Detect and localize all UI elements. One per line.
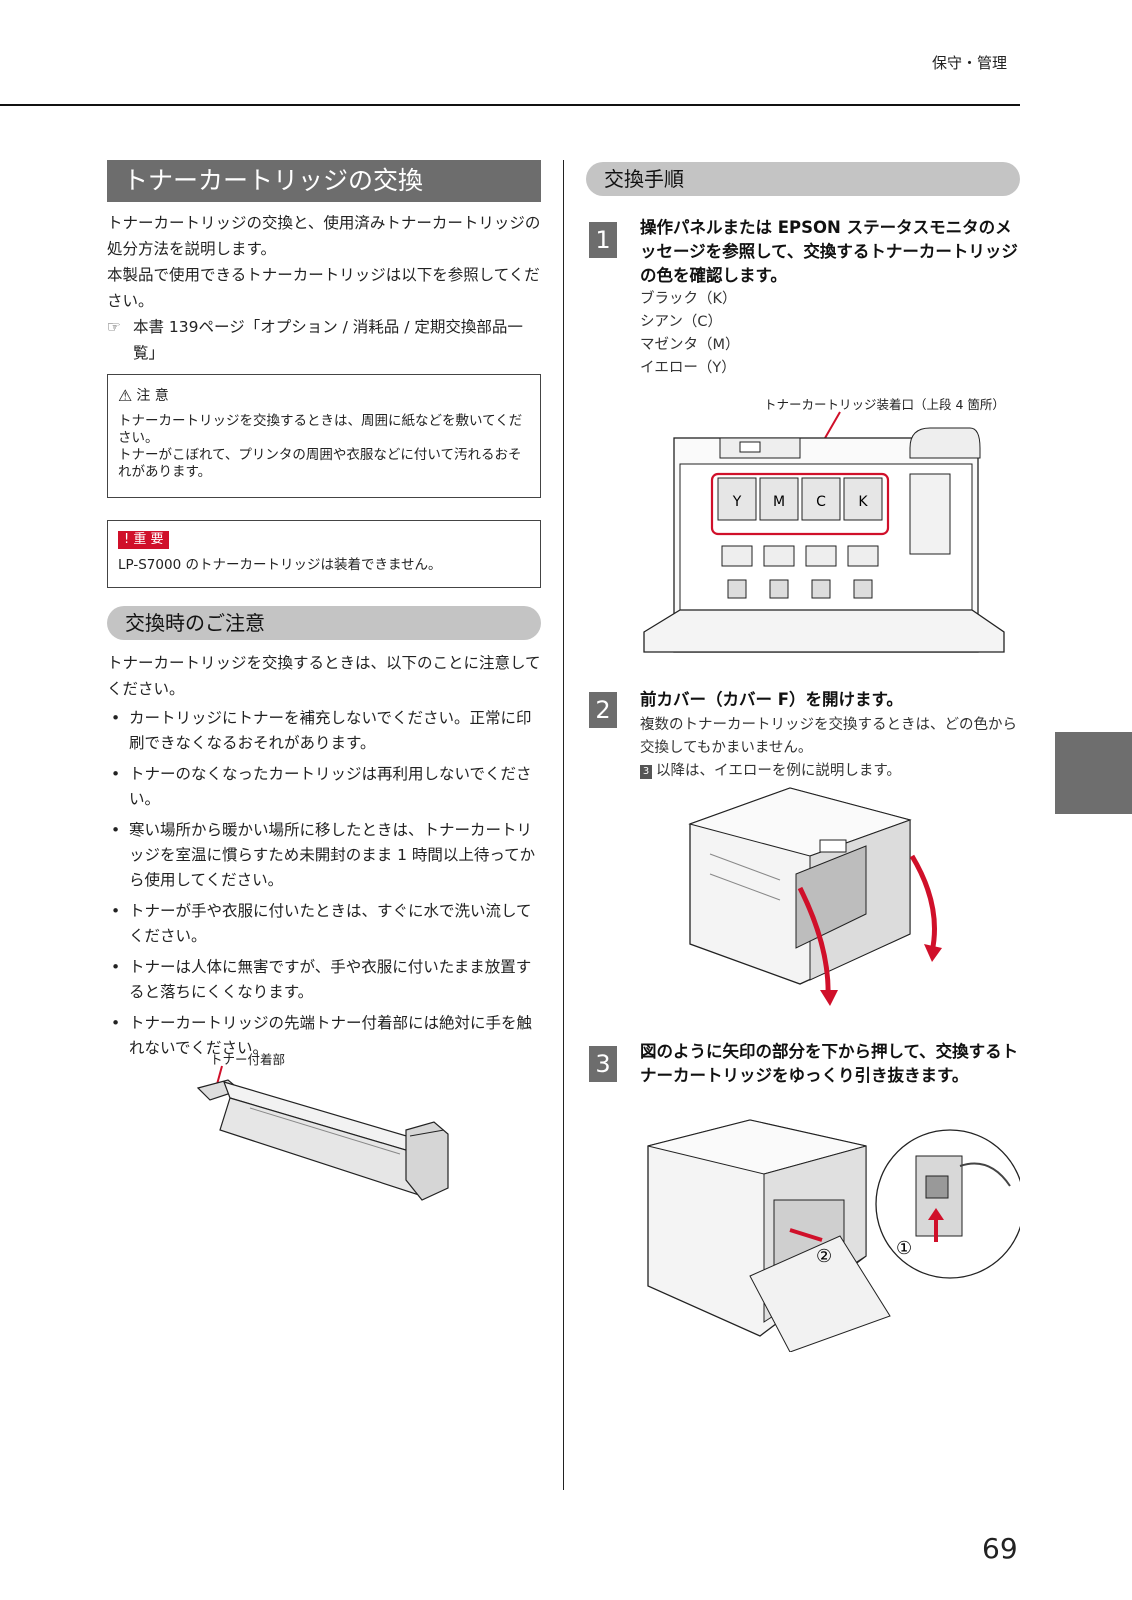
list-item: カートリッジにトナーを補充しないでください。正常に印刷できなくなるおそれがありま…: [107, 706, 541, 756]
important-text: LP-S7000 のトナーカートリッジは装着できません。: [118, 557, 442, 573]
reference-pointer-icon: ☞: [107, 318, 121, 336]
color-yellow: イエロー（Y）: [640, 360, 736, 376]
page-number: 69: [982, 1532, 1018, 1565]
warning-triangle-icon: ⚠: [118, 385, 133, 405]
list-item: トナーが手や衣服に付いたときは、すぐに水で洗い流してください。: [107, 899, 541, 949]
list-item: トナーは人体に無害ですが、手や衣服に付いたまま放置すると落ちにくくなります。: [107, 955, 541, 1005]
toner-area-label: トナー付着部: [210, 1052, 286, 1067]
reference-link[interactable]: ☞ 本書 139ページ「オプション / 消耗品 / 定期交換部品一覧」: [107, 314, 541, 366]
important-badge: ! 重 要: [118, 531, 170, 549]
toner-cartridge-illustration: [196, 1065, 449, 1201]
section-title: トナーカートリッジの交換: [107, 160, 541, 202]
slot-c: C: [816, 494, 826, 510]
mark-1: ①: [896, 1238, 912, 1259]
column-divider: [563, 160, 564, 1490]
reference-text: 本書 139ページ「オプション / 消耗品 / 定期交換部品一覧」: [133, 318, 523, 362]
intro-text: トナーカートリッジの交換と、使用済みトナーカートリッジの処分方法を説明します。 …: [107, 210, 541, 366]
chapter-tab: [1055, 732, 1132, 814]
exclamation-icon: !: [124, 532, 134, 547]
step-ref-badge: 3: [640, 765, 652, 779]
procedure-heading: 交換手順: [586, 162, 1020, 196]
color-magenta: マゼンタ（M）: [640, 337, 740, 353]
notes-heading: 交換時のご注意: [107, 606, 541, 640]
step-2-sub: 複数のトナーカートリッジを交換するときは、どの色から交換してもかまいません。: [640, 717, 1017, 756]
caution-line-2: トナーがこぼれて、プリンタの周囲や衣服などに付いて汚れるおそれがあります。: [118, 447, 522, 480]
list-item: 寒い場所から暖かい場所に移したときは、トナーカートリッジを室温に慣らすため未開封…: [107, 818, 541, 893]
color-list: ブラック（K） シアン（C） マゼンタ（M） イエロー（Y）: [640, 288, 1020, 380]
step-3-title: 図のように矢印の部分を下から押して、交換するトナーカートリッジをゆっくり引き抜き…: [640, 1042, 1019, 1085]
step-number-1: 1: [589, 222, 617, 258]
open-front-cover-illustration: [688, 787, 942, 1006]
important-title: ! 重 要: [118, 531, 530, 549]
step-number-2: 2: [589, 692, 617, 728]
remove-cartridge-illustration: ② ①: [647, 1119, 1020, 1352]
intro-paragraph-1: トナーカートリッジの交換と、使用済みトナーカートリッジの処分方法を説明します。: [107, 214, 541, 258]
slot-y: Y: [732, 494, 742, 510]
step-2-title: 前カバー（カバー F）を開けます。: [640, 690, 903, 709]
step-1-title: 操作パネルまたは EPSON ステータスモニタのメッセージを参照して、交換するト…: [640, 218, 1018, 285]
slot-k: K: [858, 494, 868, 510]
step-2-description: 複数のトナーカートリッジを交換するときは、どの色から交換してもかまいません。 3…: [640, 714, 1020, 783]
important-box: ! 重 要 LP-S7000 のトナーカートリッジは装着できません。: [107, 520, 541, 588]
list-item: トナーのなくなったカートリッジは再利用しないでください。: [107, 762, 541, 812]
step-number-3: 3: [589, 1046, 617, 1082]
running-header: 保守・管理: [932, 54, 1008, 72]
color-black: ブラック（K）: [640, 291, 737, 307]
caution-line-1: トナーカートリッジを交換するときは、周囲に紙などを敷いてください。: [118, 413, 523, 446]
mark-2: ②: [816, 1246, 832, 1267]
caution-box: ⚠ 注 意 トナーカートリッジを交換するときは、周囲に紙などを敷いてください。 …: [107, 374, 541, 498]
slot-label: トナーカートリッジ装着口（上段 4 箇所）: [764, 397, 1005, 412]
printer-slots-illustration: Y M C K: [643, 411, 1005, 653]
intro-paragraph-2: 本製品で使用できるトナーカートリッジは以下を参照してください。: [107, 266, 540, 310]
notes-list: カートリッジにトナーを補充しないでください。正常に印刷できなくなるおそれがありま…: [107, 706, 541, 1067]
header-rule: [0, 104, 1020, 106]
notes-intro: トナーカートリッジを交換するときは、以下のことに注意してください。: [107, 654, 541, 698]
caution-title: ⚠ 注 意: [118, 385, 169, 405]
list-item: トナーカートリッジの先端トナー付着部には絶対に手を触れないでください。: [107, 1011, 541, 1061]
color-cyan: シアン（C）: [640, 314, 723, 330]
slot-m: M: [773, 494, 785, 510]
